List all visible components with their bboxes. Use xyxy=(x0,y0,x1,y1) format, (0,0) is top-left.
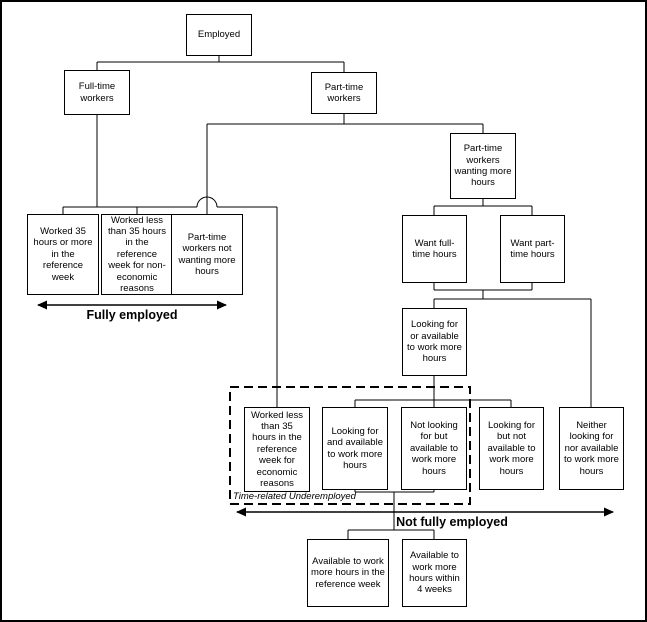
not-fully-employed-label: Not fully employed xyxy=(396,515,508,529)
node-looking-and-available: Looking for and available to work more h… xyxy=(322,407,388,490)
node-pt-not-wanting-more: Part-time workers not wanting more hours xyxy=(171,214,243,295)
node-worked-less-non-economic: Worked less than 35 hours in the referen… xyxy=(101,214,173,295)
node-not-looking-but-available: Not looking for but available to work mo… xyxy=(401,407,467,490)
node-employed: Employed xyxy=(186,14,252,56)
node-available-reference-week: Available to work more hours in the refe… xyxy=(307,539,389,607)
node-full-time-workers: Full-time workers xyxy=(64,70,130,115)
line-hop-arc xyxy=(196,196,218,208)
node-looking-or-available: Looking for or available to work more ho… xyxy=(402,308,467,376)
node-available-4-weeks: Available to work more hours within 4 we… xyxy=(402,539,467,607)
node-part-time-workers: Part-time workers xyxy=(311,72,377,114)
node-pt-wanting-more: Part-time workers wanting more hours xyxy=(450,133,516,199)
fully-employed-label: Fully employed xyxy=(86,308,178,322)
node-looking-but-not-available: Looking for but not available to work mo… xyxy=(479,407,544,490)
node-neither-looking-nor-available: Neither looking for nor available to wor… xyxy=(559,407,624,490)
node-want-part-time: Want part-time hours xyxy=(500,215,565,283)
time-related-underemployed-label: Time-related Underemployed xyxy=(233,491,356,502)
dashed-underemployed-outline xyxy=(229,386,471,505)
node-want-full-time: Want full-time hours xyxy=(402,215,467,283)
node-worked-35-or-more: Worked 35 hours or more in the reference… xyxy=(27,214,99,295)
node-worked-less-economic: Worked less than 35 hours in the referen… xyxy=(244,407,310,492)
